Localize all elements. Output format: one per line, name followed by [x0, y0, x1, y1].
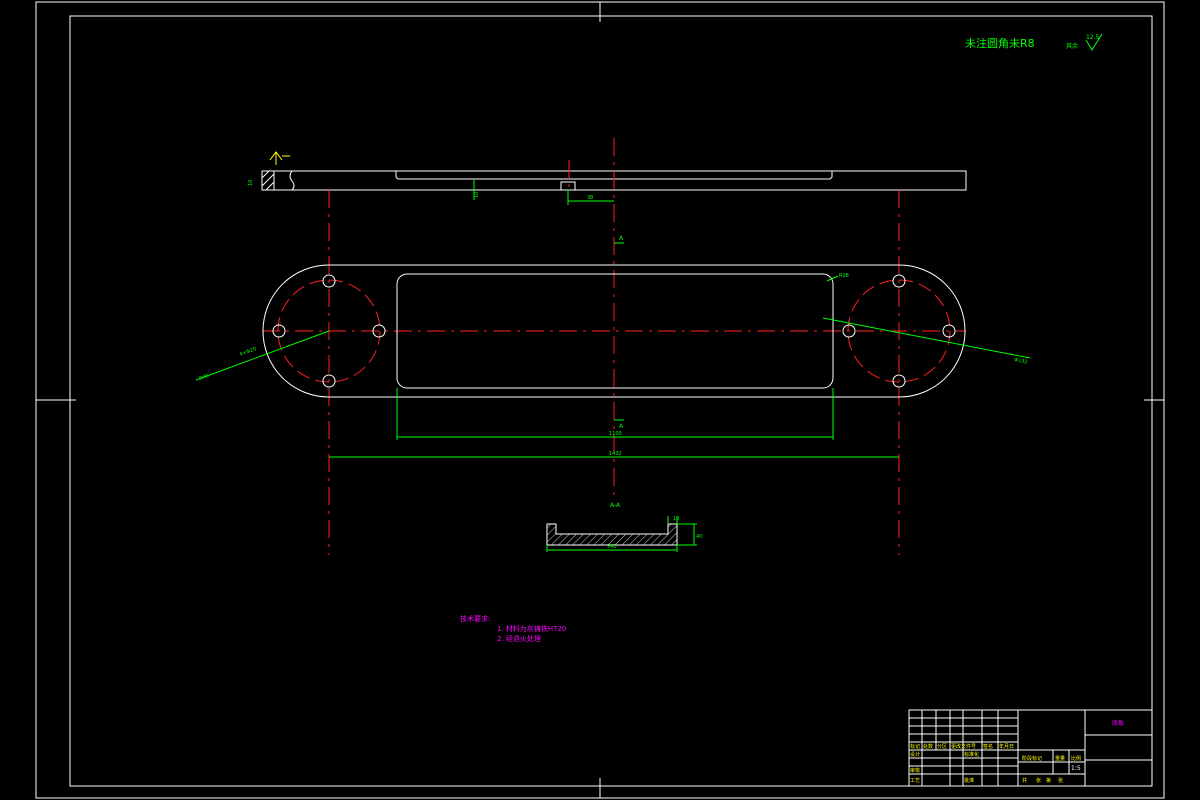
- inner-frame: [69, 15, 1153, 787]
- svg-text:A: A: [619, 235, 624, 242]
- dim-top-offset: 38: [567, 190, 614, 205]
- dim-inner: 1100: [396, 388, 834, 440]
- svg-text:4×Φ20: 4×Φ20: [239, 346, 258, 358]
- dim-left-thk: 10: [248, 180, 254, 186]
- roughness-note: 其余: [1066, 42, 1078, 50]
- svg-text:12.5: 12.5: [1086, 34, 1100, 41]
- svg-text:签名: 签名: [983, 743, 993, 750]
- svg-text:张: 张: [1036, 777, 1041, 784]
- svg-text:年月日: 年月日: [999, 743, 1014, 750]
- leader-corner: R28: [826, 273, 849, 282]
- part-name: 底板: [1112, 719, 1124, 727]
- svg-text:R45: R45: [199, 373, 210, 382]
- title-block: 标记 处数 分区 更改文件号 签名 年月日 设计 标准化 审核 工艺 批准 阶段…: [908, 709, 1153, 787]
- svg-text:阶段标记: 阶段标记: [1022, 755, 1042, 762]
- tech-item-2: 2. 经退火处理: [497, 634, 541, 643]
- datum-symbol: [269, 151, 290, 165]
- svg-text:比例: 比例: [1071, 755, 1081, 762]
- svg-text:处数: 处数: [923, 743, 933, 750]
- plan-view: [262, 264, 966, 398]
- svg-text:更改文件号: 更改文件号: [951, 743, 976, 750]
- outer-frame: [35, 1, 1165, 799]
- svg-text:38: 38: [587, 195, 593, 201]
- top-note: 未注圆角未R8: [965, 36, 1035, 50]
- roughness-symbol: 12.5: [1085, 33, 1103, 51]
- center-lines: [262, 138, 966, 555]
- svg-text:10: 10: [673, 516, 679, 522]
- svg-text:标记: 标记: [910, 743, 920, 750]
- svg-text:A: A: [619, 423, 624, 430]
- svg-text:R28: R28: [839, 273, 849, 279]
- tech-item-1: 1. 材料为灰铸铁HT20: [497, 624, 566, 633]
- tech-title: 技术要求:: [460, 614, 490, 623]
- section-view-label: A-A: [610, 502, 621, 509]
- top-view: [261, 170, 967, 200]
- svg-text:工艺: 工艺: [910, 778, 920, 784]
- dim-top-small: 10: [474, 192, 480, 198]
- svg-text:张: 张: [1058, 777, 1063, 784]
- svg-text:40: 40: [696, 534, 702, 540]
- svg-text:1432: 1432: [609, 451, 622, 457]
- svg-text:1100: 1100: [609, 431, 622, 437]
- dim-outer: 1432: [329, 451, 899, 458]
- svg-text:重量: 重量: [1055, 755, 1065, 762]
- leader-right: Φ132: [822, 317, 1031, 366]
- section-view: 340 40 10: [546, 516, 702, 552]
- svg-text:共: 共: [1022, 777, 1027, 784]
- svg-text:审核: 审核: [910, 767, 920, 774]
- svg-text:第: 第: [1046, 777, 1051, 784]
- svg-text:批准: 批准: [964, 777, 974, 784]
- section-marker-bottom: A: [614, 419, 624, 430]
- svg-text:标准化: 标准化: [964, 751, 979, 758]
- centering-marks: [36, 2, 1164, 798]
- svg-text:设计: 设计: [910, 751, 920, 758]
- svg-text:340: 340: [607, 544, 617, 550]
- section-marker-top: A: [614, 235, 624, 244]
- scale-value: 1:5: [1071, 765, 1081, 772]
- svg-text:分区: 分区: [937, 743, 947, 750]
- svg-text:Φ132: Φ132: [1014, 357, 1028, 365]
- leader-left: R45 4×Φ20: [195, 330, 330, 382]
